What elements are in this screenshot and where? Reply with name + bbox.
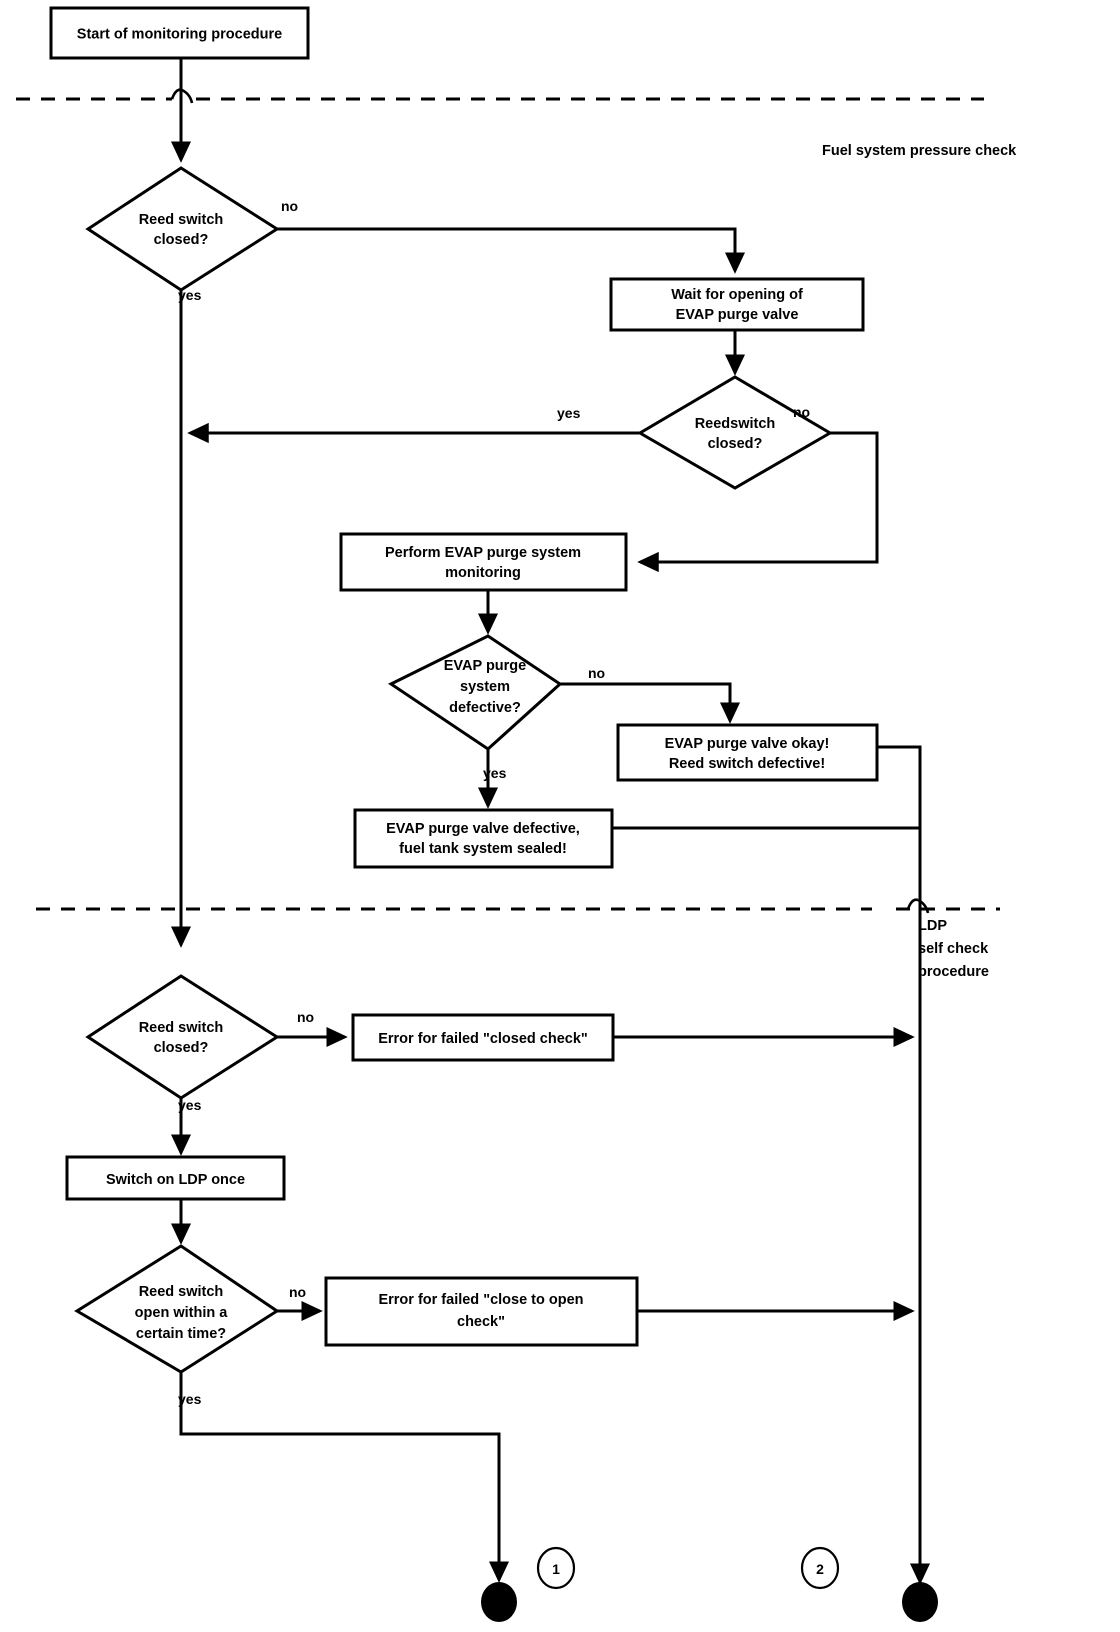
edge-evapokay-to-rail [877,745,922,1590]
node-evap-okay[interactable]: EVAP purge valve okay! Reed switch defec… [616,723,879,782]
edge-reedopen-yes-to-terminal1 [179,1372,510,1583]
node-reed-switch-open-time[interactable]: Reed switch open within a certain time? [74,1244,280,1374]
edge-label-reed2-no: no [793,404,810,420]
node-switchldp-label: Switch on LDP once [106,1172,245,1188]
node-reed1-line1: Reed switch [139,212,224,228]
node-perform-line1: Perform EVAP purge system [385,545,581,561]
node-evapokay-line2: Reed switch defective! [669,756,825,772]
node-connector-2[interactable]: 2 [800,1546,840,1590]
edge-label-reed3-no: no [297,1009,314,1025]
edge-evapdef-no-to-okay [560,682,741,724]
node-reedswitch-closed-2[interactable]: Reedswitch closed? [637,375,833,490]
zone-label-ldp-line3: procedure [918,964,989,980]
node-reed2-line1: Reedswitch [695,416,776,432]
node-wait-evap[interactable]: Wait for opening of EVAP purge valve [609,277,865,332]
edge-reed1-no-to-wait [277,227,746,274]
edge-label-reedopen-no: no [289,1284,306,1300]
node-evapdef-line1: EVAP purge [444,658,526,674]
zone-label-ldp-line2: self check [918,941,989,957]
node-errorcto-line2: check" [457,1314,505,1330]
node-evapdef-line2: system [460,679,510,695]
edge-label-reed1-yes: yes [178,287,202,303]
node-evapokay-line1: EVAP purge valve okay! [665,736,830,752]
node-start[interactable]: Start of monitoring procedure [49,6,310,60]
node-evapdef-line3: defective? [449,700,521,716]
edge-label-reed2-yes: yes [557,405,581,421]
node-perform-line2: monitoring [445,565,521,581]
node-reedopen-line1: Reed switch [139,1284,224,1300]
node-terminal-2 [902,1582,938,1622]
node-reed-switch-closed-1[interactable]: Reed switch closed? [85,166,280,292]
node-reedopen-line2: open within a [135,1305,229,1321]
edge-label-reed3-yes: yes [178,1097,202,1113]
node-switch-on-ldp[interactable]: Switch on LDP once [65,1155,286,1201]
node-reedopen-line3: certain time? [136,1326,226,1342]
node-terminal-1 [481,1582,517,1622]
node-evap-defective[interactable]: EVAP purge system defective? [388,634,563,751]
node-connector-2-label: 2 [816,1561,824,1577]
node-connector-1-label: 1 [552,1561,560,1577]
node-error-close-to-open[interactable]: Error for failed "close to open check" [324,1276,639,1347]
node-reed2-line2: closed? [708,436,763,452]
node-start-label: Start of monitoring procedure [77,27,282,43]
node-reed-switch-closed-3[interactable]: Reed switch closed? [85,974,280,1100]
node-reed1-line2: closed? [154,232,209,248]
node-perform-evap[interactable]: Perform EVAP purge system monitoring [339,532,628,592]
edge-label-reed1-no: no [281,198,298,214]
node-errorcto-line1: Error for failed "close to open [378,1292,583,1308]
node-wait-line1: Wait for opening of [671,287,803,303]
edge-reed2-no-to-perform [637,431,879,573]
node-reed3-line1: Reed switch [139,1020,224,1036]
node-evapvalvedef-line1: EVAP purge valve defective, [386,821,580,837]
node-error-closed-check[interactable]: Error for failed "closed check" [351,1013,615,1062]
node-evap-valve-defective[interactable]: EVAP purge valve defective, fuel tank sy… [353,808,614,869]
zone-divider-top [16,88,984,104]
edge-label-reedopen-yes: yes [178,1391,202,1407]
node-connector-1[interactable]: 1 [536,1546,576,1590]
node-wait-line2: EVAP purge valve [676,307,799,323]
node-errorclosed-label: Error for failed "closed check" [378,1031,588,1047]
zone-label-ldp-line1: LDP [918,918,947,934]
node-evapvalvedef-line2: fuel tank system sealed! [399,841,567,857]
edge-label-evapdef-yes: yes [483,765,507,781]
node-reed3-line2: closed? [154,1040,209,1056]
edge-label-evapdef-no: no [588,665,605,681]
zone-label-fuel-system-pressure-check: Fuel system pressure check [822,143,1017,159]
